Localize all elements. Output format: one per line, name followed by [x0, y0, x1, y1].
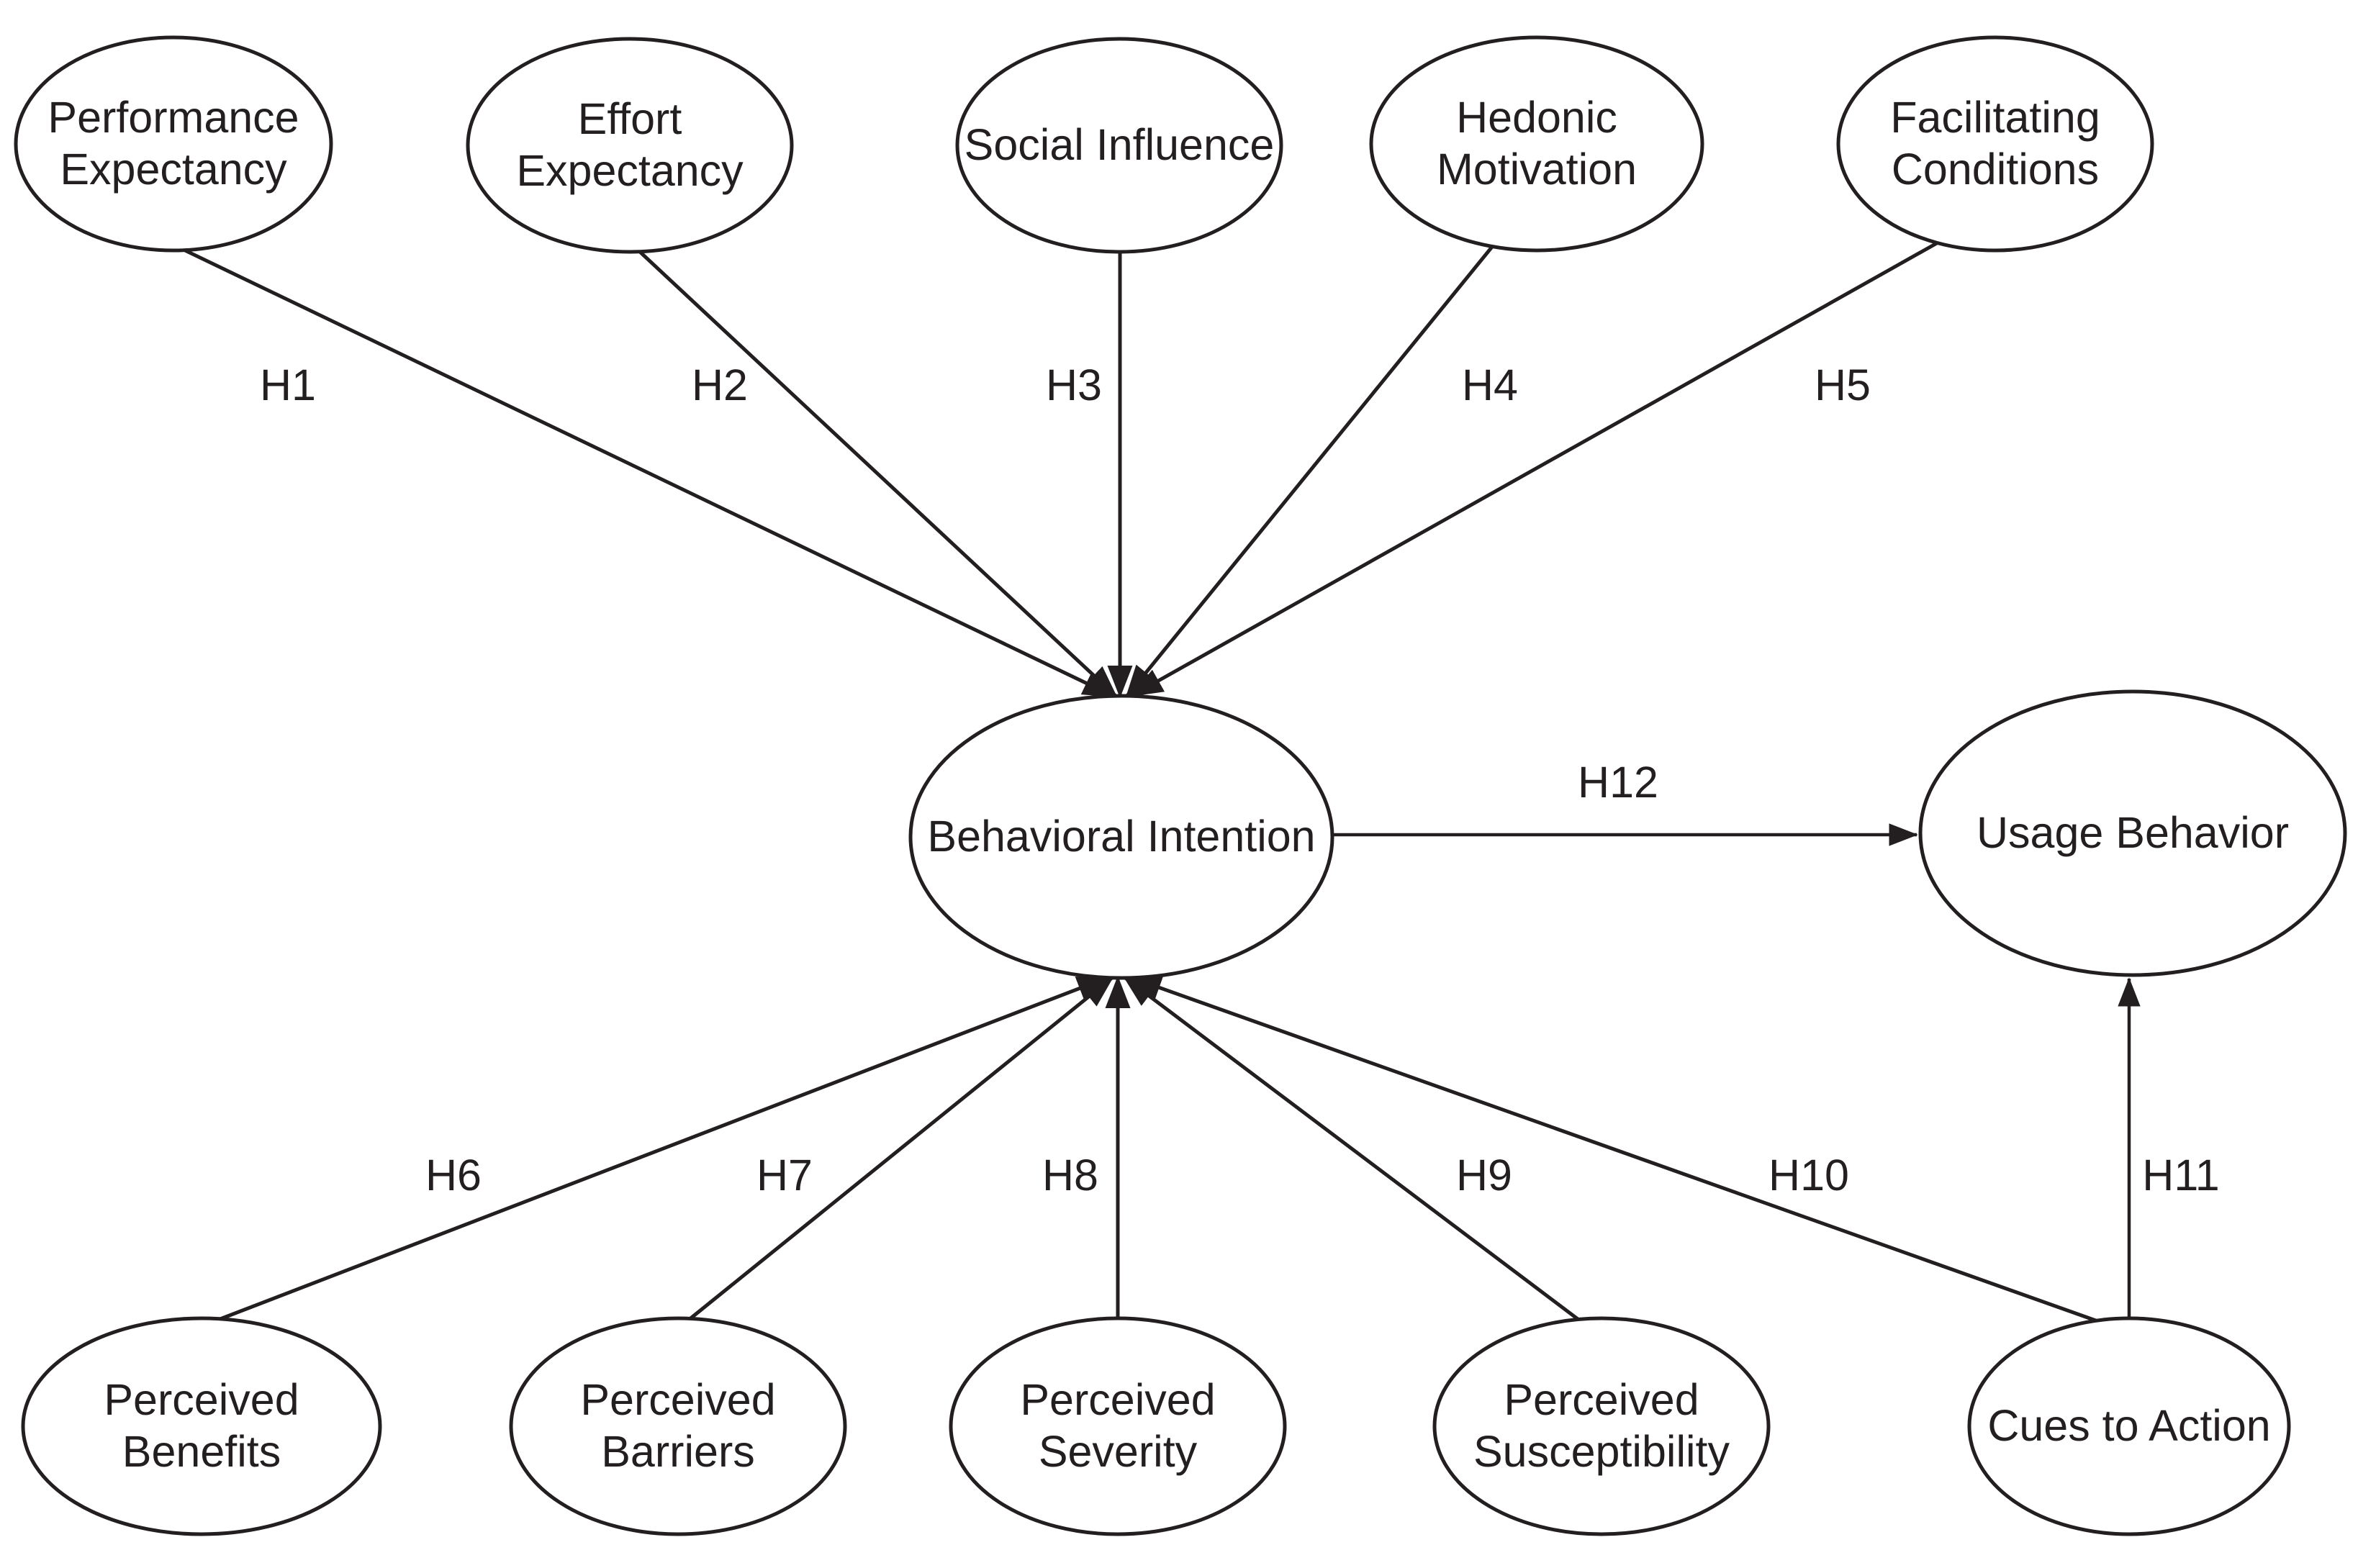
node-label-line1: Perceived	[580, 1375, 775, 1424]
node-label-line1: Perceived	[104, 1375, 299, 1424]
ellipse-shape	[949, 1316, 1287, 1536]
edge-h10	[1129, 975, 2102, 1325]
hypothesis-label-h7: H7	[756, 1151, 813, 1200]
node-label-line2: Expectancy	[60, 145, 287, 194]
ellipse-shape	[955, 37, 1283, 254]
hypothesis-label-h10: H10	[1768, 1151, 1849, 1200]
node-label-line1: Usage Behavior	[1977, 808, 2289, 857]
ellipse-shape	[1836, 35, 2154, 253]
node-label-line2: Conditions	[1892, 145, 2099, 194]
hypothesis-label-h11: H11	[2142, 1151, 2219, 1200]
ellipse-shape	[509, 1316, 847, 1536]
node-label-line2: Susceptibility	[1473, 1427, 1730, 1476]
node-label-line2: Severity	[1039, 1427, 1198, 1476]
hypothesis-label-h2: H2	[692, 361, 748, 409]
ellipse-shape	[1918, 689, 2347, 977]
ellipse-shape	[14, 35, 333, 253]
ellipse-shape	[466, 37, 794, 254]
node-label-line1: Effort	[578, 94, 682, 143]
node-perceived-barriers[interactable]: Perceived Barriers	[509, 1316, 847, 1536]
node-label-line2: Barriers	[601, 1427, 755, 1476]
node-label-line1: Cues to Action	[1987, 1401, 2270, 1450]
ellipse-shape	[1967, 1316, 2291, 1536]
edge-h6	[214, 975, 1110, 1323]
node-effort-expectancy[interactable]: Effort Expectancy	[466, 37, 794, 254]
node-label-line1: Hedonic	[1456, 93, 1617, 142]
node-label-line1: Performance	[48, 93, 299, 142]
node-hedonic-motivation[interactable]: Hedonic Motivation	[1369, 35, 1704, 253]
node-label-line2: Benefits	[122, 1427, 281, 1476]
edge-h5	[1130, 235, 1948, 698]
hypothesis-label-h9: H9	[1456, 1151, 1512, 1200]
node-label-line1: Perceived	[1020, 1375, 1215, 1424]
ellipse-shape	[21, 1316, 382, 1536]
node-cues-to-action[interactable]: Cues to Action	[1967, 1316, 2291, 1536]
node-label-line2: Expectancy	[516, 146, 744, 195]
hypothesis-label-h8: H8	[1042, 1151, 1098, 1200]
edge-h4	[1125, 242, 1496, 698]
hypothesis-label-h12: H12	[1578, 758, 1658, 807]
node-usage-behavior[interactable]: Usage Behavior	[1918, 689, 2347, 977]
ellipse-shape	[908, 694, 1334, 980]
hypothesis-label-h3: H3	[1046, 361, 1102, 409]
node-label-line2: Motivation	[1437, 145, 1637, 194]
edge-h9	[1123, 976, 1582, 1323]
hypothesis-label-h6: H6	[425, 1151, 482, 1200]
node-social-influence[interactable]: Social Influence	[955, 37, 1283, 254]
nodes-layer: Performance Expectancy Effort Expectancy…	[14, 35, 2347, 1536]
node-label-line1: Perceived	[1504, 1375, 1699, 1424]
hypothesis-label-h5: H5	[1815, 361, 1871, 409]
node-facilitating-conditions[interactable]: Facilitating Conditions	[1836, 35, 2154, 253]
hypothesis-label-h4: H4	[1462, 361, 1518, 409]
edge-h1	[182, 248, 1116, 699]
node-performance-expectancy[interactable]: Performance Expectancy	[14, 35, 333, 253]
ellipse-shape	[1369, 35, 1704, 253]
hypothesis-labels-layer: H1 H2 H3 H4 H5 H6 H7 H8 H9 H10 H11 H12	[260, 361, 2220, 1200]
edge-h2	[638, 250, 1118, 698]
node-perceived-benefits[interactable]: Perceived Benefits	[21, 1316, 382, 1536]
hypothesis-label-h1: H1	[260, 361, 316, 409]
node-label-line1: Facilitating	[1890, 93, 2100, 142]
node-perceived-severity[interactable]: Perceived Severity	[949, 1316, 1287, 1536]
ellipse-shape	[1432, 1316, 1771, 1536]
edge-h7	[687, 976, 1114, 1321]
edges-layer	[182, 235, 2141, 1325]
node-label-line1: Behavioral Intention	[927, 812, 1315, 861]
node-perceived-susceptibility[interactable]: Perceived Susceptibility	[1432, 1316, 1771, 1536]
node-behavioral-intention[interactable]: Behavioral Intention	[908, 694, 1334, 980]
node-label-line1: Social Influence	[965, 120, 1275, 169]
